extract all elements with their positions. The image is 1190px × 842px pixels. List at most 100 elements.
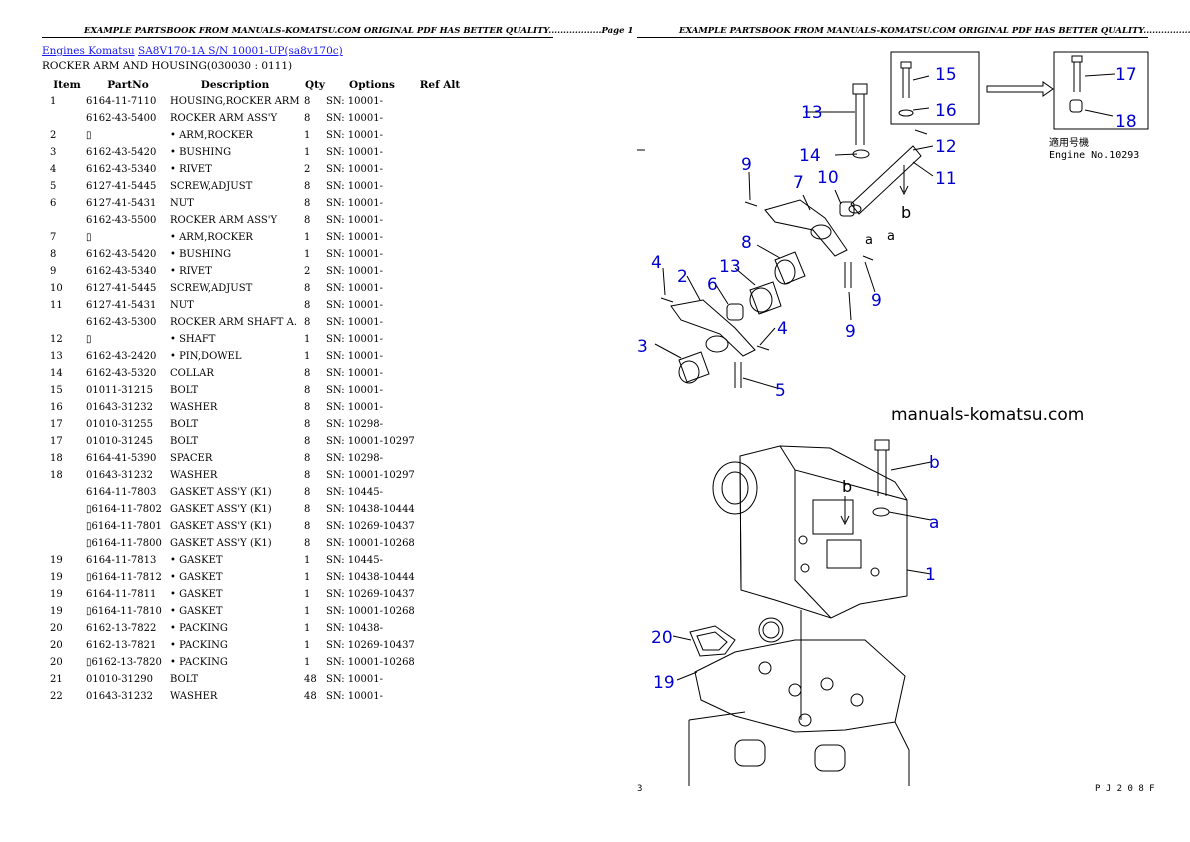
description-cell: • ARM,ROCKER	[170, 130, 253, 141]
description-cell: BOLT	[170, 436, 199, 447]
refalt-cell	[418, 484, 462, 501]
qty-cell: 8	[304, 181, 311, 192]
marker-b-upper: b	[901, 203, 911, 222]
section-title: ROCKER ARM AND HOUSING(030030 : 0111)	[42, 60, 293, 72]
inset-caption: Engine No.10293	[1049, 150, 1139, 161]
partno-cell: ▯	[84, 127, 170, 144]
description-cell: HOUSING,ROCKER ARM	[170, 96, 300, 107]
callout-20: 20	[651, 628, 673, 648]
item-cell: 19	[50, 572, 63, 583]
partno-cell: ▯6164-11-7801	[84, 518, 170, 535]
options-cell: SN: 10298-	[326, 419, 383, 430]
partno-text: 6162-43-5500	[86, 215, 157, 226]
qty-cell: 8	[304, 113, 311, 124]
callout-17-right: 17	[1115, 65, 1137, 85]
partno-cell: ▯	[84, 229, 170, 246]
box-marker: ▯	[86, 504, 92, 515]
description-cell: • GASKET	[170, 555, 223, 566]
qty-cell: 8	[304, 521, 311, 532]
description-cell: • PIN,DOWEL	[170, 351, 242, 362]
qty-cell: 8	[304, 385, 311, 396]
partno-cell: 6162-43-5320	[84, 365, 170, 382]
item-cell: 6	[50, 198, 57, 209]
breadcrumb-link-model[interactable]: SA8V170-1A S/N 10001-UP(sa8v170c)	[138, 45, 343, 57]
exploded-parts-diagram: 15 16 17 18 13 14 12 11 9 7 10 8 13 6 2 …	[637, 51, 1149, 786]
options-cell: SN: 10001-10297	[326, 436, 415, 447]
refalt-cell	[418, 620, 462, 637]
partno-text: 6164-41-5390	[86, 453, 157, 464]
callout-2: 2	[677, 267, 688, 287]
item-cell: 1	[50, 96, 57, 107]
item-cell: 18	[50, 453, 63, 464]
qty-cell: 8	[304, 96, 311, 107]
partno-text: 6127-41-5445	[86, 181, 157, 192]
partno-cell: 6162-43-5400	[84, 110, 170, 127]
qty-cell: 1	[304, 640, 311, 651]
options-cell: SN: 10001-	[326, 147, 383, 158]
options-cell: SN: 10001-	[326, 368, 383, 379]
description-cell: ROCKER ARM ASS'Y	[170, 113, 278, 124]
refalt-cell	[418, 297, 462, 314]
parts-table: Item PartNo Description Qty Options Ref …	[42, 76, 462, 705]
partno-cell: 6162-43-5420	[84, 246, 170, 263]
watermark: manuals-komatsu.com	[891, 405, 1084, 425]
options-cell: SN: 10445-	[326, 555, 383, 566]
callout-10: 9	[845, 322, 856, 342]
refalt-cell	[418, 450, 462, 467]
refalt-cell	[418, 467, 462, 484]
partno-cell: 01010-31245	[84, 433, 170, 450]
description-cell: COLLAR	[170, 368, 214, 379]
partno-cell: 6162-43-5340	[84, 161, 170, 178]
qty-cell: 1	[304, 351, 311, 362]
options-cell: SN: 10269-10437	[326, 589, 415, 600]
partno-cell: ▯6162-13-7820	[84, 654, 170, 671]
qty-cell: 1	[304, 555, 311, 566]
partno-text: 6127-41-5431	[86, 198, 157, 209]
description-cell: • GASKET	[170, 589, 223, 600]
item-cell: 3	[50, 147, 57, 158]
item-cell: 17	[50, 419, 63, 430]
breadcrumb-link-engines[interactable]: Engines Komatsu	[42, 45, 135, 57]
item-cell	[42, 110, 84, 127]
callout-21: b	[929, 453, 940, 473]
partno-text: 6164-11-7802	[91, 504, 162, 515]
options-cell: SN: 10298-	[326, 453, 383, 464]
refalt-cell	[418, 348, 462, 365]
partno-text: 6164-11-7800	[91, 538, 162, 549]
partno-cell: 6164-11-7813	[84, 552, 170, 569]
partno-cell: 6162-43-5340	[84, 263, 170, 280]
description-cell: SCREW,ADJUST	[170, 283, 253, 294]
item-cell: 11	[50, 300, 63, 311]
qty-cell: 48	[304, 674, 317, 685]
callout-18-right: 18	[1115, 112, 1137, 132]
qty-cell: 1	[304, 130, 311, 141]
refalt-cell	[418, 518, 462, 535]
options-cell: SN: 10001-10268	[326, 657, 415, 668]
refalt-cell	[418, 144, 462, 161]
qty-cell: 1	[304, 334, 311, 345]
item-cell: 9	[50, 266, 57, 277]
options-cell: SN: 10001-	[326, 691, 383, 702]
qty-cell: 8	[304, 453, 311, 464]
callout-22: a	[929, 513, 939, 533]
refalt-cell	[418, 552, 462, 569]
partno-text: 6162-43-5320	[86, 368, 157, 379]
description-cell: WASHER	[170, 470, 218, 481]
partno-text: 6164-11-7813	[86, 555, 157, 566]
description-cell: • GASKET	[170, 606, 223, 617]
